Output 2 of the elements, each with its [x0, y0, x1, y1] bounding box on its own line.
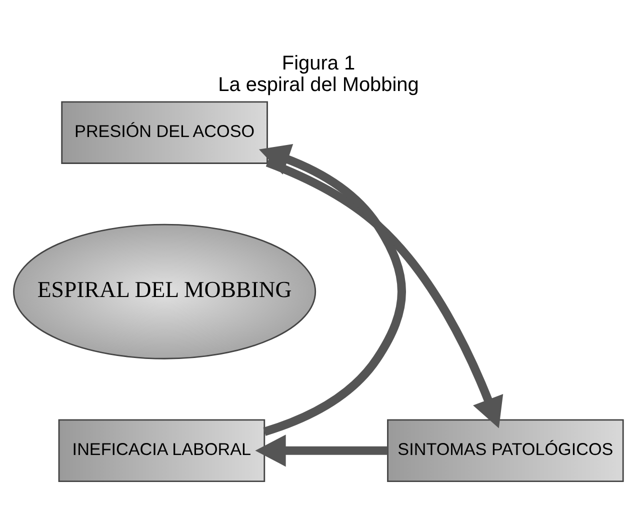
caption: La espiral del Mobbing — [218, 74, 419, 96]
diagram-title: Figura 1 — [282, 52, 356, 74]
